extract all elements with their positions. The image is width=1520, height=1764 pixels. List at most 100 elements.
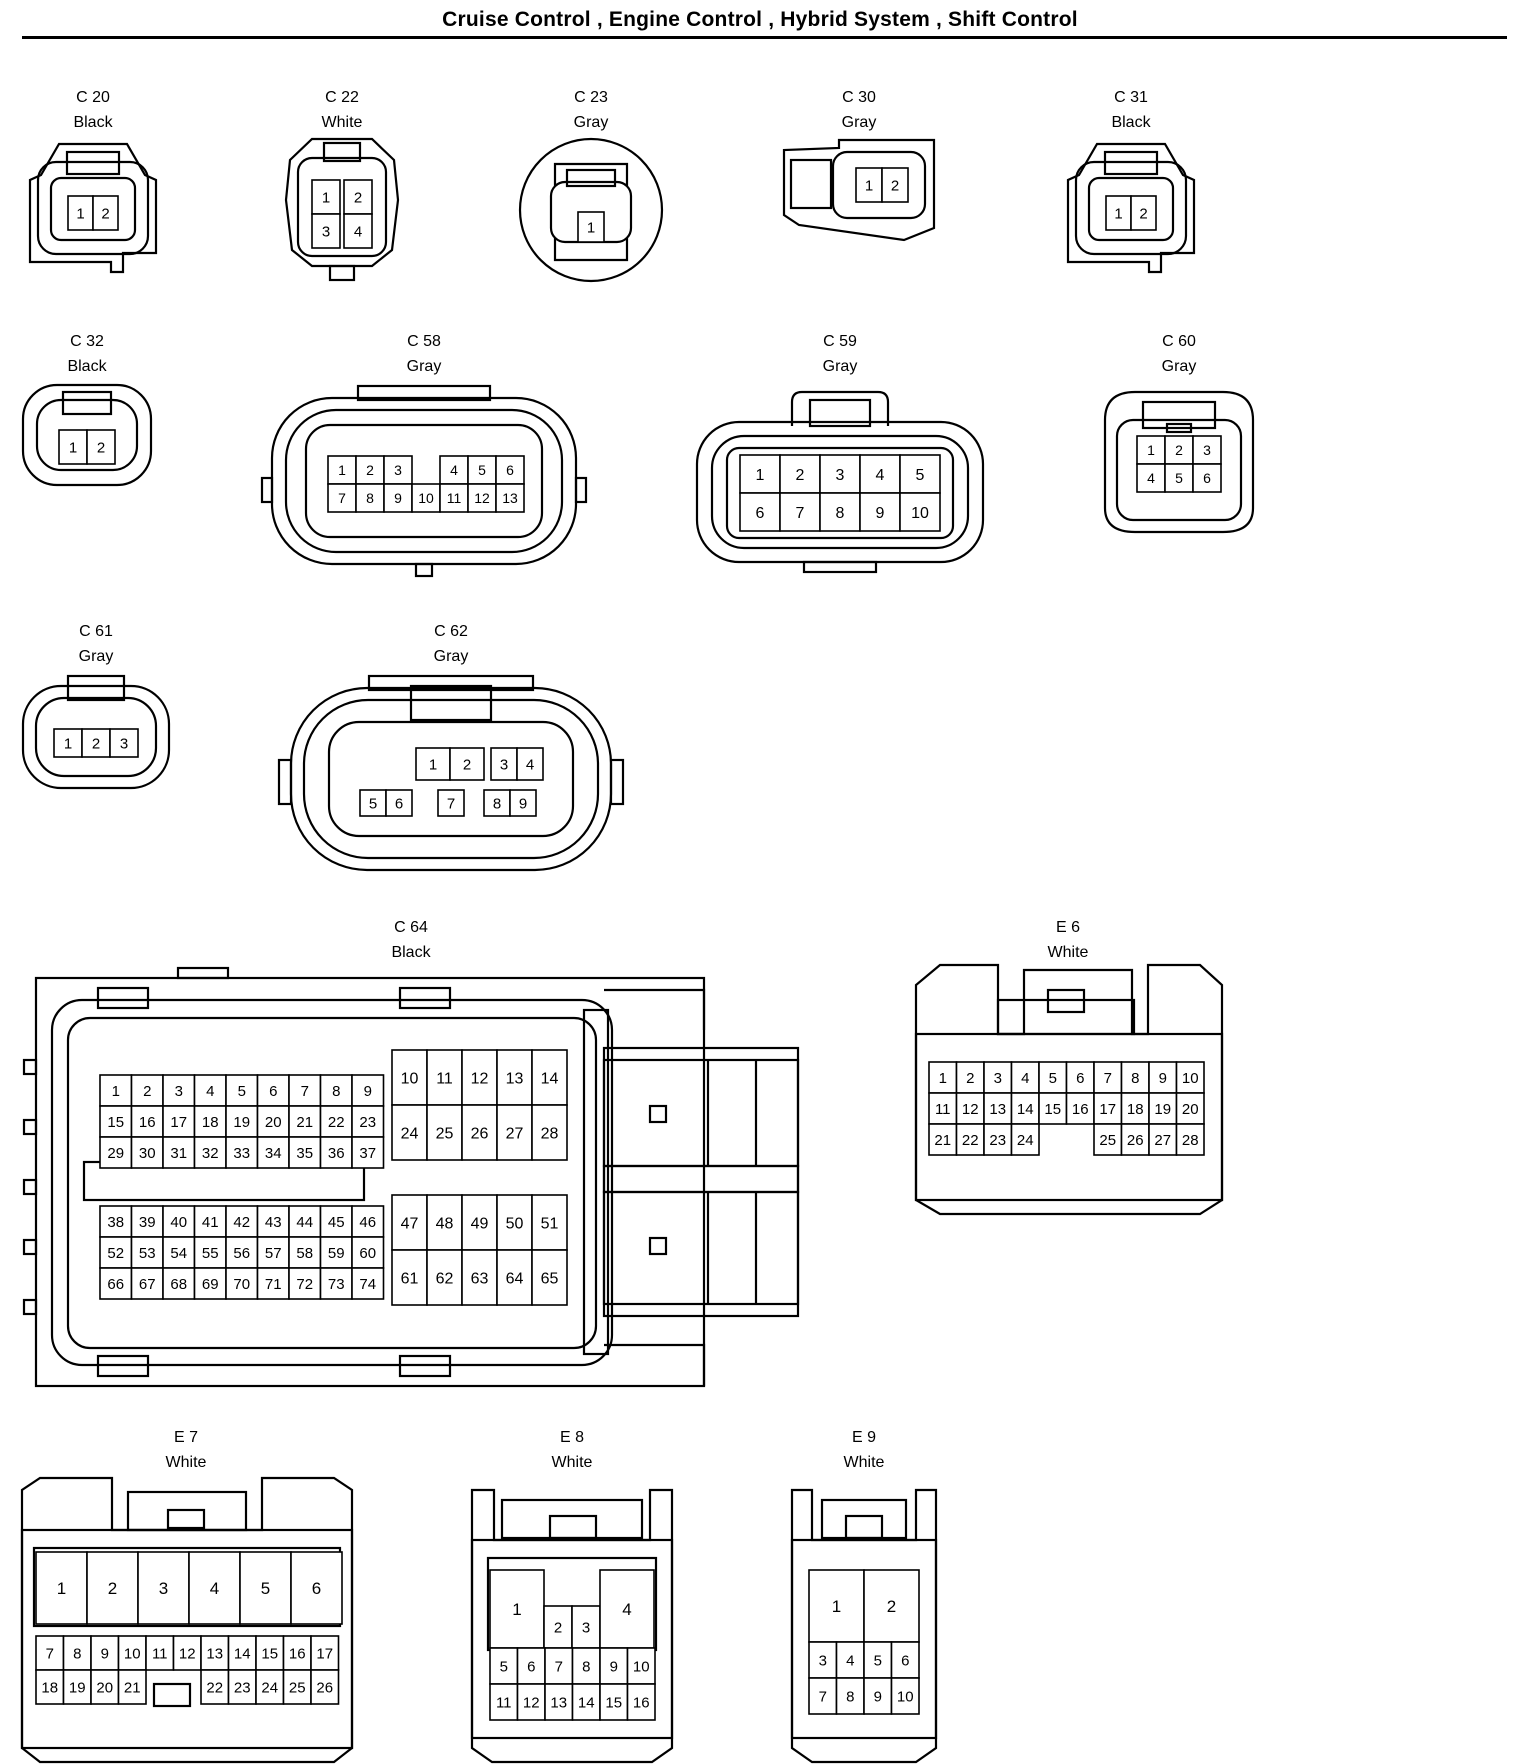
housing-outline xyxy=(284,408,564,554)
pin-number: 1 xyxy=(587,219,595,236)
housing-outline xyxy=(65,150,121,176)
pin-cell xyxy=(130,1205,164,1238)
pin-number: 1 xyxy=(76,205,84,222)
housing-outline xyxy=(409,684,493,722)
housing-outline xyxy=(996,998,1136,1036)
pin-number: 16 xyxy=(633,1694,650,1711)
housing-outline xyxy=(49,176,137,242)
pin-number: 8 xyxy=(582,1658,590,1675)
pin-cell xyxy=(255,1669,285,1705)
pin-cell xyxy=(426,1049,463,1106)
pin-cell xyxy=(256,1074,290,1107)
housing-outline xyxy=(565,168,617,188)
pin-cell xyxy=(890,1677,920,1715)
pin-number: 47 xyxy=(401,1215,419,1232)
pin-cell xyxy=(531,1104,568,1161)
pin-number: 67 xyxy=(139,1276,156,1293)
housing-outline xyxy=(470,1538,674,1740)
pin-cell xyxy=(739,492,781,532)
connector-color: Black xyxy=(391,944,431,961)
pin-number: 1 xyxy=(69,439,77,456)
pin-number: 18 xyxy=(41,1679,58,1696)
housing-outline xyxy=(844,1514,884,1540)
pin-number: 1 xyxy=(322,189,330,206)
housing-outline xyxy=(35,398,139,472)
pin-number: 7 xyxy=(447,795,455,812)
pin-cell xyxy=(496,1049,533,1106)
pin-number: 53 xyxy=(139,1245,156,1262)
pin-number: 2 xyxy=(1139,205,1147,222)
pin-cell xyxy=(531,1194,568,1251)
title-rule xyxy=(22,36,1507,39)
pin-number: 64 xyxy=(506,1270,524,1287)
pin-number: 3 xyxy=(994,1070,1002,1087)
pin-number: 2 xyxy=(143,1083,151,1100)
pin-number: 3 xyxy=(582,1619,590,1636)
pin-number: 4 xyxy=(206,1083,214,1100)
pin-number: 9 xyxy=(874,1688,882,1705)
housing-outline xyxy=(602,1190,800,1306)
pin-number: 4 xyxy=(450,462,458,478)
pin-cell xyxy=(225,1136,259,1169)
connector-color: Gray xyxy=(407,358,442,375)
housing-outline xyxy=(296,156,388,258)
housing-outline xyxy=(548,1514,598,1540)
pin-number: 69 xyxy=(202,1276,219,1293)
pin-number: 3 xyxy=(1203,442,1211,458)
housing-outline xyxy=(36,160,150,256)
pin-cell xyxy=(426,1249,463,1306)
pin-number: 51 xyxy=(541,1215,559,1232)
pin-cell xyxy=(383,483,413,513)
pin-number: 9 xyxy=(610,1658,618,1675)
connector-id: E 9 xyxy=(852,1429,876,1446)
pin-number: 4 xyxy=(1021,1070,1029,1087)
housing-outline xyxy=(1103,390,1255,534)
pin-cell xyxy=(385,789,413,817)
pin-cell xyxy=(531,1049,568,1106)
pin-number: 10 xyxy=(633,1658,650,1675)
housing-outline xyxy=(706,1060,758,1304)
housing-outline xyxy=(1066,142,1196,274)
pin-cell xyxy=(859,454,901,494)
pin-cell xyxy=(1164,463,1194,493)
pin-number: 19 xyxy=(233,1114,250,1131)
housing-outline xyxy=(414,562,434,578)
pin-cell xyxy=(256,1236,290,1269)
pin-number: 5 xyxy=(478,462,486,478)
pin-cell xyxy=(343,213,373,249)
pin-number: 4 xyxy=(354,223,362,240)
pin-number: 17 xyxy=(316,1645,333,1662)
pin-number: 68 xyxy=(170,1276,187,1293)
pin-number: 56 xyxy=(233,1245,250,1262)
pin-number: 19 xyxy=(69,1679,86,1696)
housing-outline xyxy=(302,698,600,860)
connector-color: Gray xyxy=(1162,358,1197,375)
pin-number: 61 xyxy=(401,1270,419,1287)
pin-number: 31 xyxy=(170,1145,187,1162)
pin-cell xyxy=(835,1677,865,1715)
pin-cell xyxy=(1010,1123,1040,1156)
pin-number: 57 xyxy=(265,1245,282,1262)
housing-outline xyxy=(470,1488,674,1764)
pin-cell xyxy=(1065,1092,1095,1125)
pin-number: 42 xyxy=(233,1214,250,1231)
pin-number: 1 xyxy=(939,1070,947,1087)
pin-number: 6 xyxy=(527,1658,535,1675)
housing-outline xyxy=(725,446,955,540)
pin-number: 21 xyxy=(934,1132,951,1149)
pin-number: 54 xyxy=(170,1245,187,1262)
pin-cell xyxy=(290,1551,343,1625)
pin-cell xyxy=(928,1123,958,1156)
pin-number: 1 xyxy=(64,735,72,752)
pin-number: 63 xyxy=(471,1270,489,1287)
pin-number: 5 xyxy=(1175,470,1183,486)
connector-color: Gray xyxy=(79,648,114,665)
pin-number: 13 xyxy=(550,1694,567,1711)
pin-number: 33 xyxy=(233,1145,250,1162)
pin-number: 7 xyxy=(555,1658,563,1675)
connector-color: White xyxy=(322,114,363,131)
